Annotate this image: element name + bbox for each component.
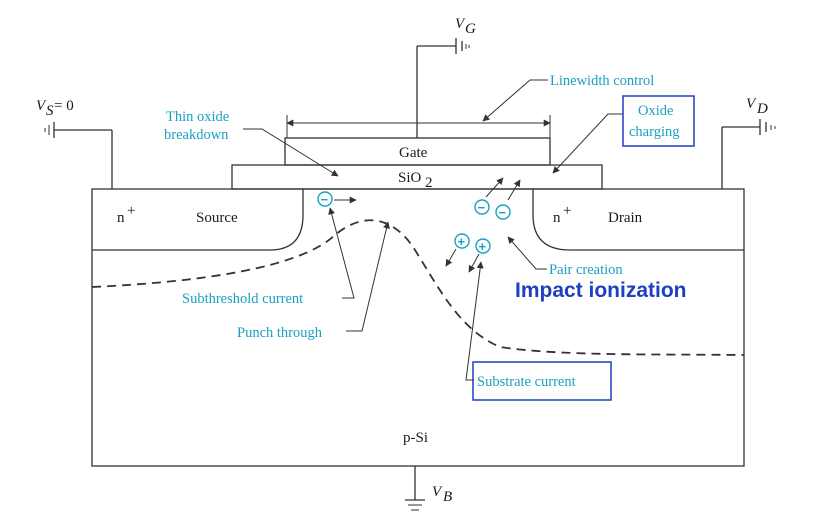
punch-through-leader: [346, 221, 390, 332]
thin-oxide-label-1: Thin oxide: [166, 109, 229, 125]
vb-subscript: B: [443, 489, 452, 505]
oxide-subscript: 2: [425, 175, 433, 191]
subthreshold-leader: [328, 207, 355, 299]
gate-label: Gate: [399, 145, 428, 161]
linewidth-leader: [482, 79, 548, 122]
depletion-boundary: [91, 219, 745, 356]
svg-text:−: −: [499, 205, 507, 220]
drain-doping-label: n: [553, 210, 561, 226]
source-label: Source: [196, 210, 238, 226]
vs-subscript: S: [46, 103, 54, 119]
svg-text:+: +: [479, 239, 487, 254]
vs-label: V: [36, 98, 47, 114]
oxide-label: SiO: [398, 170, 422, 186]
electron-injected-2: −: [495, 204, 511, 220]
substrate-current-leader: [465, 261, 484, 381]
source-well: [92, 189, 304, 251]
vd-label: V: [746, 96, 757, 112]
vd-battery-icon: [759, 119, 776, 135]
vs-value: = 0: [54, 98, 74, 114]
drain-doping-sup: +: [563, 203, 571, 219]
oxide-charging-label-2: charging: [629, 124, 679, 140]
substrate-current-box: [472, 361, 612, 401]
electron-injected-1: −: [474, 199, 490, 215]
drain-label: Drain: [608, 210, 643, 226]
vd-subscript: D: [756, 101, 768, 117]
oxide-charging-box: [622, 95, 695, 147]
svg-text:−: −: [478, 200, 486, 215]
punch-through-label: Punch through: [237, 325, 323, 341]
hole-2: +: [475, 238, 491, 254]
vg-battery-icon: [455, 38, 470, 54]
substrate-body: [91, 188, 745, 467]
vg-subscript: G: [465, 21, 476, 37]
hole-1: +: [454, 233, 470, 249]
impact-ionization-label: Impact ionization: [515, 279, 687, 302]
pair-creation-label: Pair creation: [549, 262, 623, 278]
source-doping-label: n: [117, 210, 125, 226]
oxide-charging-leader: [552, 113, 623, 174]
drain-well: [532, 189, 744, 251]
vg-label: V: [455, 16, 466, 32]
pair-creation-leader: [507, 236, 547, 270]
subthreshold-label: Subthreshold current: [182, 291, 303, 307]
vb-ground-icon: [405, 499, 425, 511]
thin-oxide-label-2: breakdown: [164, 127, 229, 143]
vs-ground-icon: [44, 122, 55, 138]
oxide-charging-label-1: Oxide: [638, 103, 673, 119]
electron-channel: −: [317, 191, 357, 207]
substrate-label: p-Si: [403, 430, 428, 446]
thin-oxide-leader: [243, 128, 339, 177]
vb-label: V: [432, 484, 443, 500]
source-doping-sup: +: [127, 203, 135, 219]
substrate-current-label: Substrate current: [477, 374, 576, 390]
svg-text:−: −: [321, 192, 329, 207]
svg-text:+: +: [458, 234, 466, 249]
linewidth-control-label: Linewidth control: [550, 73, 654, 89]
